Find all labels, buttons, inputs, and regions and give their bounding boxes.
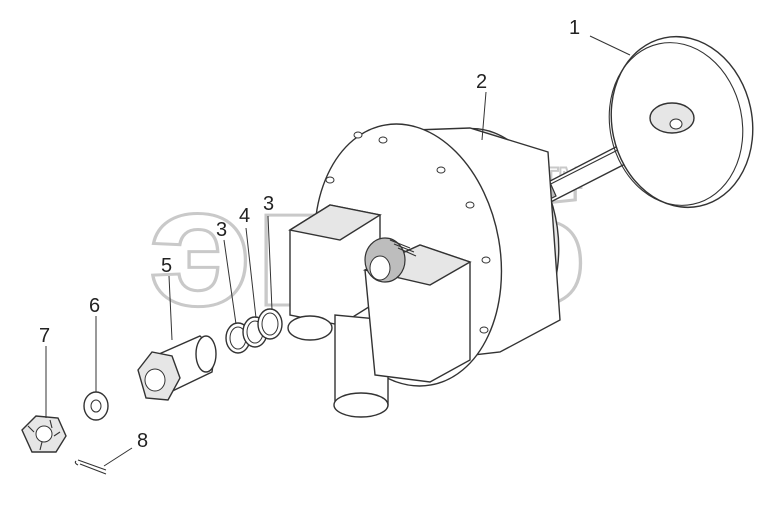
callout-2: 2 — [476, 71, 487, 93]
part-5-sleeve-nut — [137, 335, 217, 401]
callout-5: 5 — [161, 255, 172, 277]
part-2-valve-body — [287, 123, 561, 418]
part-7-castle-nut — [21, 415, 67, 453]
callout-8: 8 — [137, 430, 148, 452]
leader-lines — [45, 35, 631, 467]
parts-3-4-rings — [225, 308, 283, 354]
callout-3-inner: 3 — [216, 219, 227, 241]
callout-4: 4 — [239, 205, 250, 227]
callout-7: 7 — [39, 325, 50, 347]
part-1-disc-with-stem — [514, 35, 754, 214]
part-6-washer — [83, 391, 109, 421]
part-8-cotter-pin — [74, 459, 107, 475]
callout-1: 1 — [569, 17, 580, 39]
callout-labels: 1 2 3 4 3 5 6 7 8 — [39, 17, 580, 452]
callout-3-outer: 3 — [263, 193, 274, 215]
callout-6: 6 — [89, 295, 100, 317]
